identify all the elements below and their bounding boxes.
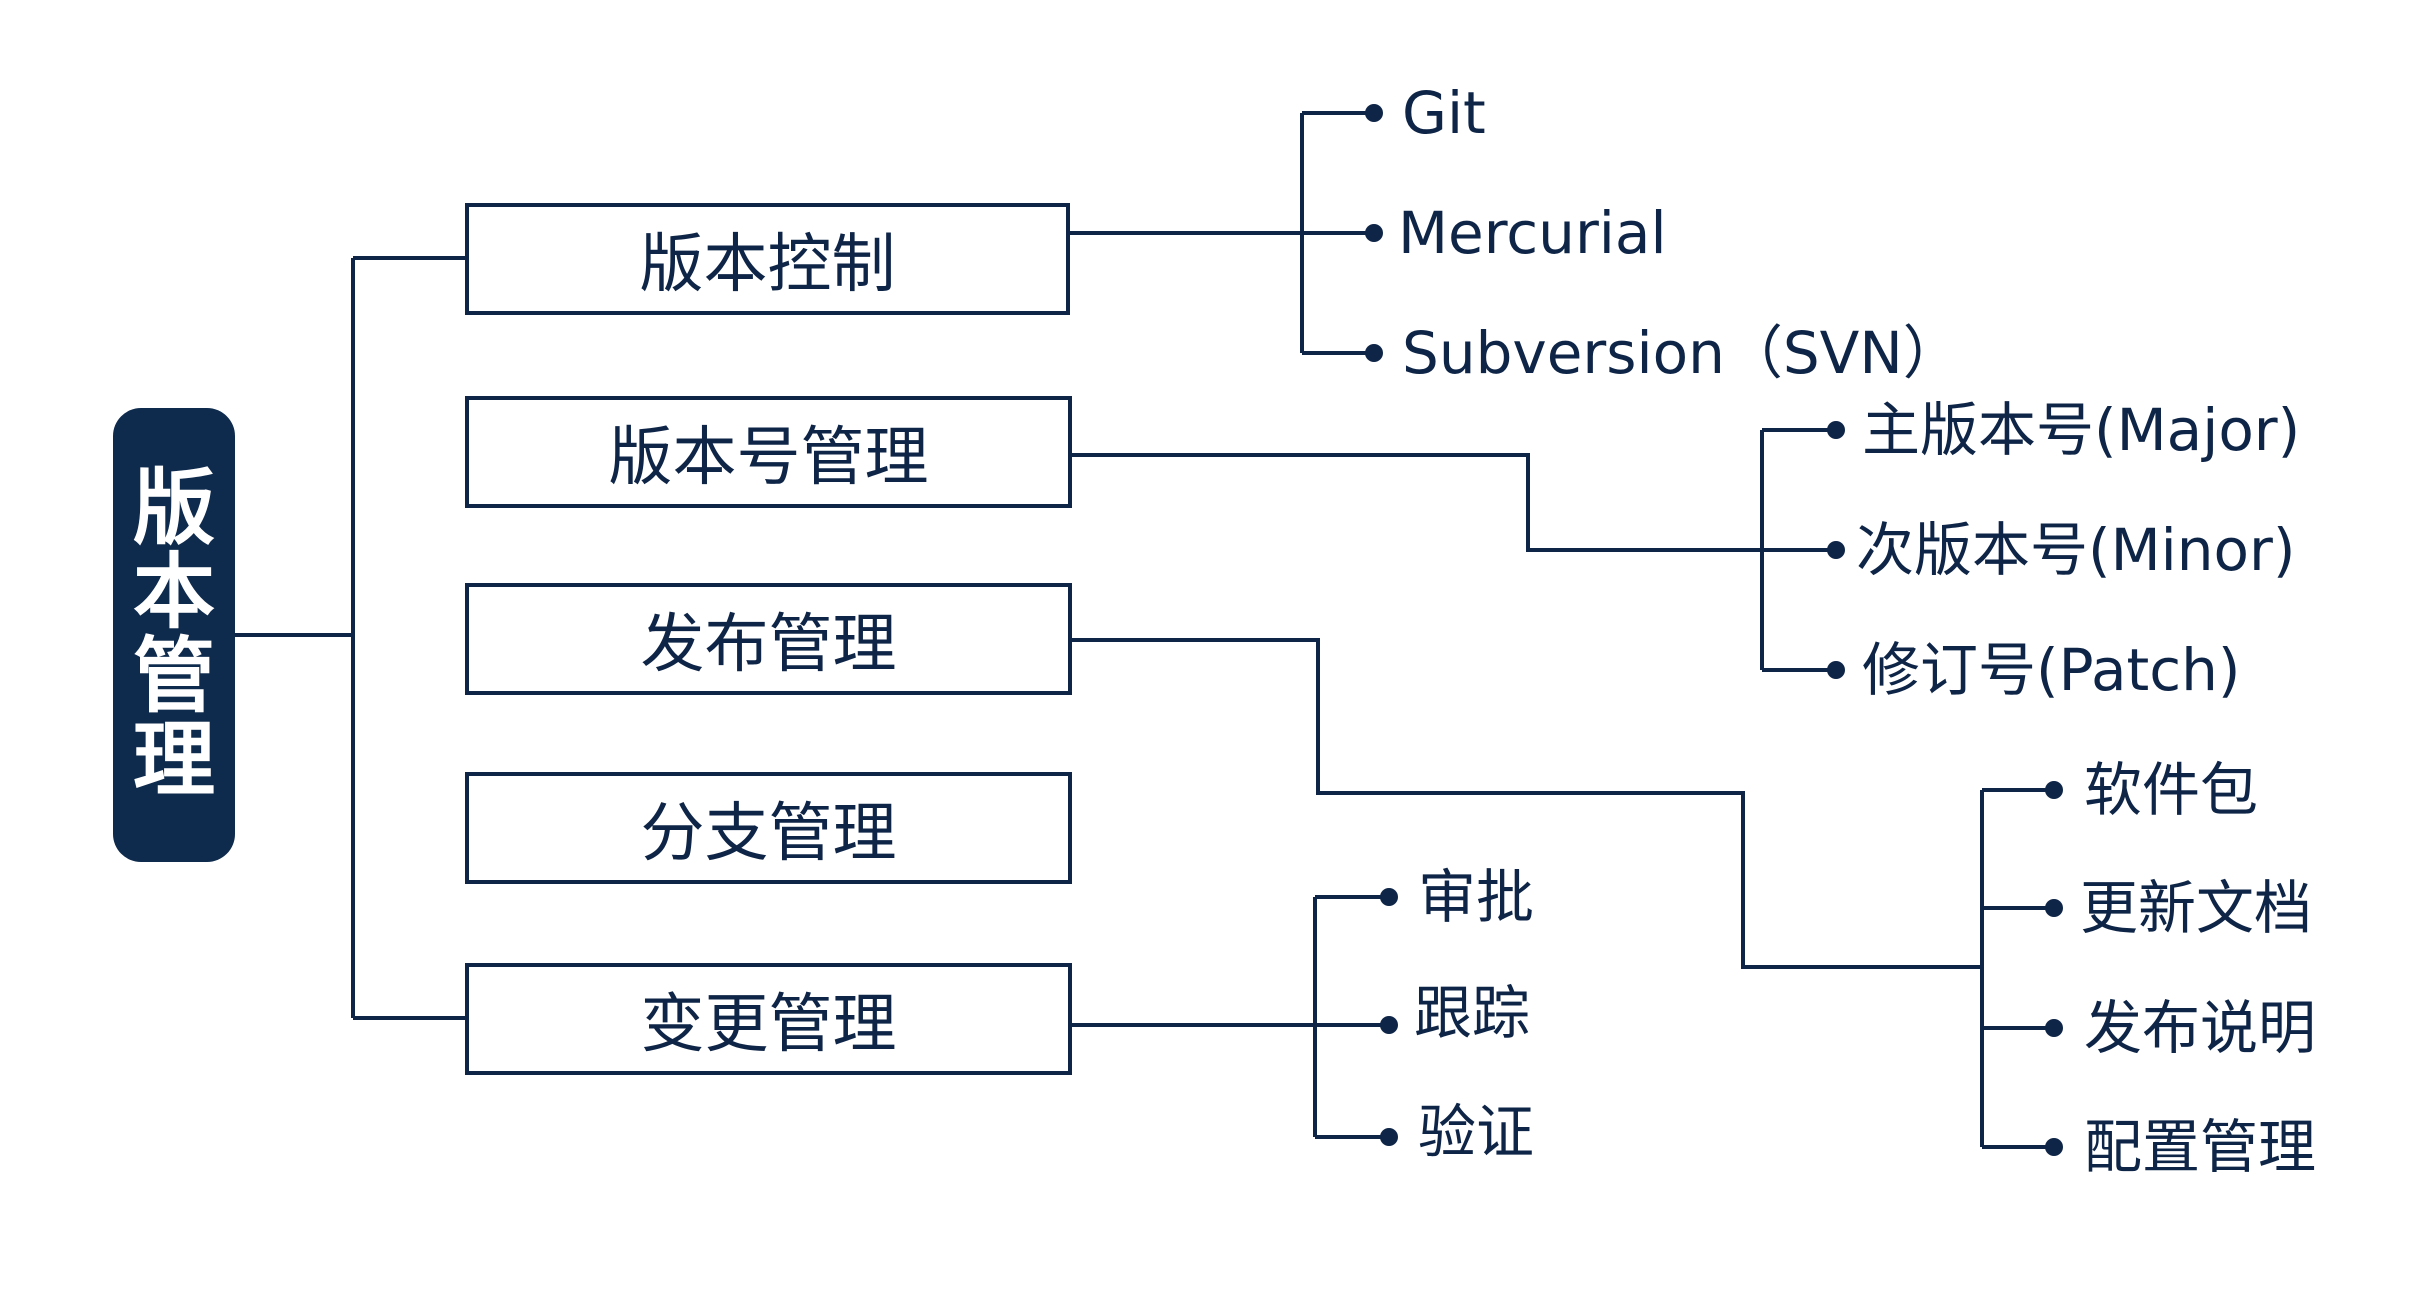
bullet-dot: [1827, 661, 1845, 679]
bullet-dot: [1365, 104, 1383, 122]
leaf-item: 修订号(Patch): [1862, 636, 2241, 704]
bullet-dot: [1380, 888, 1398, 906]
branch-label: 变更管理: [640, 988, 897, 1062]
bullet-dot: [2045, 781, 2063, 799]
bullet-dot: [1827, 541, 1845, 559]
bullet-dot: [2045, 1138, 2063, 1156]
branch-label: 发布管理: [640, 608, 897, 682]
connector-branch-3: [1072, 638, 1982, 969]
leaf-item: 验证: [1418, 1098, 1535, 1166]
branch-node-branching: 分支管理: [465, 772, 1072, 884]
bullet-dot: [1380, 1016, 1398, 1034]
branch-node-change: 变更管理: [465, 963, 1072, 1075]
leaf-item: 跟踪: [1414, 979, 1531, 1047]
bullet-dot: [1365, 224, 1383, 242]
branch-node-version-number: 版本号管理: [465, 396, 1072, 508]
leaf-item: 配置管理: [2084, 1113, 2317, 1181]
bullet-dot: [1380, 1128, 1398, 1146]
branch-label: 版本控制: [639, 228, 896, 302]
connector-branch-2: [1072, 453, 1762, 552]
leaf-item: Git: [1402, 79, 1486, 147]
branch-label: 分支管理: [640, 797, 897, 871]
bullet-dot: [2045, 899, 2063, 917]
leaf-item: 软件包: [2084, 756, 2259, 824]
leaf-item: 发布说明: [2084, 994, 2317, 1062]
leaf-item: 更新文档: [2080, 874, 2313, 942]
leaf-item: Subversion（SVN）: [1402, 319, 1961, 387]
branch-node-version-control: 版本控制: [465, 203, 1070, 315]
root-label: 版本管理: [132, 461, 215, 808]
bullet-dot: [1365, 344, 1383, 362]
leaf-item: Mercurial: [1398, 199, 1667, 267]
root-node: 版本管理: [113, 408, 235, 862]
leaf-item: 主版本号(Major): [1862, 396, 2301, 464]
branch-node-release: 发布管理: [465, 583, 1072, 695]
bullet-dot: [1827, 421, 1845, 439]
leaf-item: 审批: [1418, 863, 1535, 931]
bullet-dot: [2045, 1019, 2063, 1037]
leaf-item: 次版本号(Minor): [1856, 516, 2296, 584]
branch-label: 版本号管理: [608, 421, 929, 495]
